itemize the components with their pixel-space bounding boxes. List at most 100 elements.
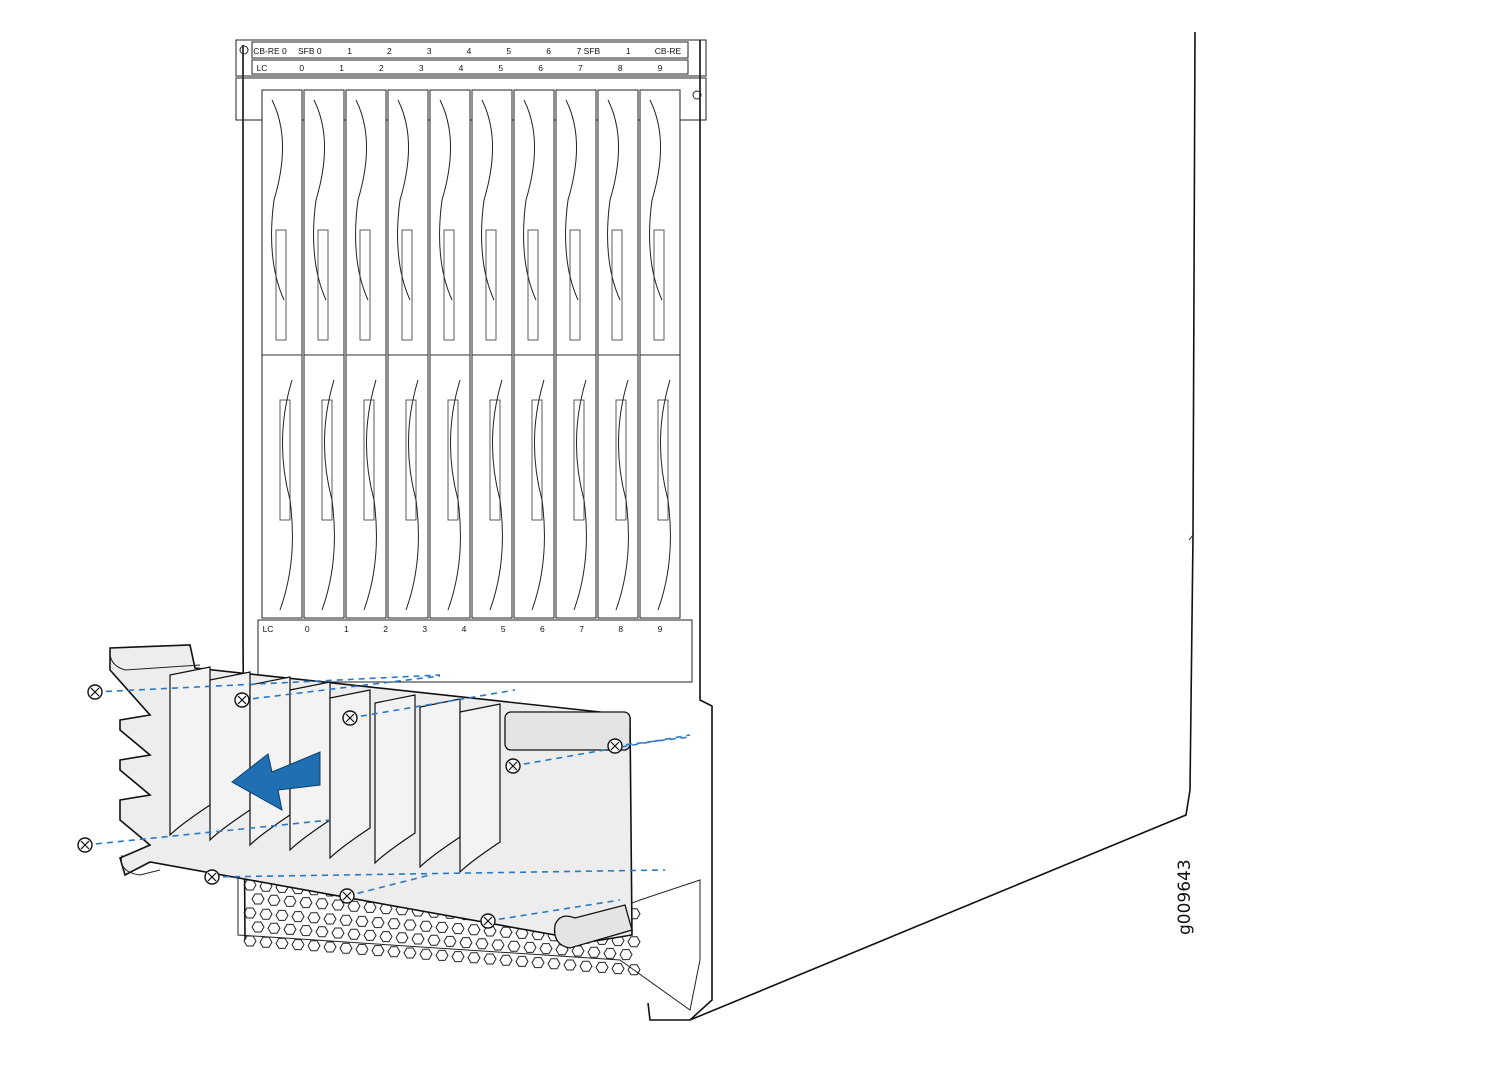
lower-label-7: 6 <box>540 624 545 634</box>
upper-label-b-3: 2 <box>379 63 384 73</box>
figure-id: g009643 <box>1175 859 1195 935</box>
vent-hole <box>395 932 409 944</box>
vent-hole <box>451 951 465 963</box>
cable-manager-bracket <box>109 644 633 949</box>
vent-hole <box>291 911 305 923</box>
vent-hole <box>507 940 521 952</box>
vent-hole <box>419 920 433 932</box>
vent-hole <box>435 921 449 933</box>
vent-hole <box>275 909 289 921</box>
vent-hole <box>587 946 601 958</box>
vent-hole <box>339 942 353 954</box>
line-card-slot <box>429 89 471 619</box>
vent-hole <box>251 921 265 933</box>
upper-label-b-4: 3 <box>419 63 424 73</box>
vent-hole <box>531 957 545 969</box>
upper-label-b-7: 6 <box>538 63 543 73</box>
vent-hole <box>523 941 537 953</box>
vent-hole <box>611 963 625 975</box>
lower-label-3: 2 <box>383 624 388 634</box>
vent-hole <box>515 955 529 967</box>
vent-hole <box>299 925 313 937</box>
line-card-slots <box>261 89 681 619</box>
vent-hole <box>475 938 489 950</box>
bracket-fin <box>329 689 371 860</box>
vent-hole <box>387 946 401 958</box>
vent-hole <box>307 940 321 952</box>
line-card-slot <box>639 89 681 619</box>
remove-direction-arrow-icon <box>231 751 321 811</box>
vent-hole <box>331 899 345 911</box>
line-card-slot <box>471 89 513 619</box>
vent-hole <box>371 917 385 929</box>
vent-hole <box>355 943 369 955</box>
upper-label-a-4: 3 <box>427 46 432 56</box>
vent-hole <box>627 964 641 976</box>
vent-hole <box>563 959 577 971</box>
line-card-slot <box>555 89 597 619</box>
vent-hole <box>323 913 337 925</box>
upper-label-a-5: 4 <box>467 46 472 56</box>
upper-label-a-0: CB-RE 0 <box>253 46 287 56</box>
vent-hole <box>363 929 377 941</box>
vent-hole <box>259 908 273 920</box>
bracket-fin <box>459 703 501 874</box>
vent-hole <box>403 919 417 931</box>
upper-label-a-10: CB-RE <box>655 46 682 56</box>
vent-hole <box>547 958 561 970</box>
vent-hole <box>443 935 457 947</box>
line-card-slot <box>513 89 555 619</box>
upper-label-b-1: 0 <box>299 63 304 73</box>
line-card-slot <box>387 89 429 619</box>
vent-hole <box>539 943 553 955</box>
vent-hole <box>467 924 481 936</box>
upper-label-b-9: 8 <box>618 63 623 73</box>
upper-label-a-8: 7 SFB <box>577 46 601 56</box>
vent-hole <box>315 898 329 910</box>
line-card-slot <box>303 89 345 619</box>
vent-hole <box>435 949 449 961</box>
lower-label-9: 8 <box>618 624 623 634</box>
upper-label-b-8: 7 <box>578 63 583 73</box>
vent-hole <box>315 926 329 938</box>
vent-hole <box>347 928 361 940</box>
vent-hole <box>491 939 505 951</box>
vent-hole <box>595 961 609 973</box>
upper-label-a-2: 1 <box>347 46 352 56</box>
vent-hole <box>331 927 345 939</box>
upper-label-a-7: 6 <box>546 46 551 56</box>
vent-hole <box>411 933 425 945</box>
vent-hole <box>243 935 257 947</box>
vent-hole <box>243 907 257 919</box>
vent-hole <box>363 901 377 913</box>
vent-hole <box>259 936 273 948</box>
vent-hole <box>459 937 473 949</box>
upper-label-b-0: LC <box>257 63 268 73</box>
vent-hole <box>355 915 369 927</box>
vent-hole <box>307 912 321 924</box>
upper-label-b-5: 4 <box>459 63 464 73</box>
vent-hole <box>291 939 305 951</box>
vent-hole <box>603 947 617 959</box>
vent-hole <box>403 947 417 959</box>
lower-label-6: 5 <box>501 624 506 634</box>
line-card-slot <box>261 89 303 619</box>
vent-hole <box>251 893 265 905</box>
vent-hole <box>467 952 481 964</box>
lower-label-2: 1 <box>344 624 349 634</box>
vent-hole <box>379 931 393 943</box>
vent-hole <box>283 923 297 935</box>
mounting-screws <box>77 674 691 929</box>
lower-label-8: 7 <box>579 624 584 634</box>
vent-hole <box>483 953 497 965</box>
vent-hole <box>267 922 281 934</box>
vent-hole <box>499 954 513 966</box>
upper-label-b-10: 9 <box>658 63 663 73</box>
lower-label-10: 9 <box>658 624 663 634</box>
lower-label-5: 4 <box>462 624 467 634</box>
vent-hole <box>283 895 297 907</box>
upper-label-a-9: 1 <box>626 46 631 56</box>
line-card-slot <box>345 89 387 619</box>
